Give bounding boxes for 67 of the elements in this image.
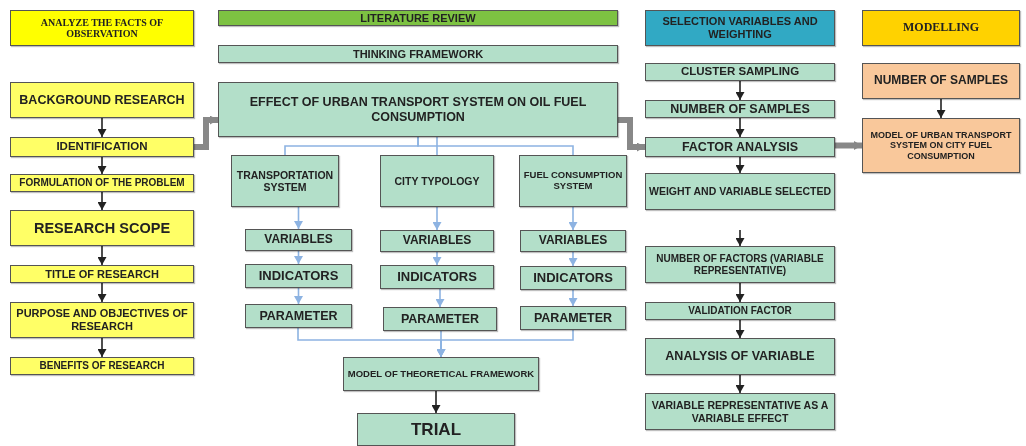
process-box: INDICATORS bbox=[245, 264, 352, 288]
header-bar: LITERATURE REVIEW bbox=[218, 10, 618, 26]
process-box: TITLE OF RESEARCH bbox=[10, 265, 194, 283]
arrow bbox=[436, 329, 574, 358]
process-box: THINKING FRAMEWORK bbox=[218, 45, 618, 63]
process-box: VARIABLES bbox=[245, 229, 352, 251]
arrow bbox=[568, 289, 578, 307]
connector-line bbox=[436, 136, 438, 156]
process-box: VARIABLES bbox=[380, 230, 494, 252]
arrow bbox=[435, 288, 445, 308]
arrow bbox=[294, 206, 303, 230]
arrow bbox=[735, 80, 745, 101]
process-box: INDICATORS bbox=[520, 266, 626, 290]
process-box: FUEL CONSUMPTION SYSTEM bbox=[519, 155, 627, 207]
arrow bbox=[735, 229, 745, 247]
arrow bbox=[735, 319, 745, 339]
process-box: PARAMETER bbox=[520, 306, 626, 330]
arrow bbox=[97, 245, 107, 266]
process-box: MODEL OF THEORETICAL FRAMEWORK bbox=[343, 357, 539, 391]
arrow bbox=[618, 117, 645, 152]
arrow bbox=[568, 206, 578, 231]
arrow bbox=[735, 117, 745, 138]
process-box: INDICATORS bbox=[380, 265, 494, 289]
arrow bbox=[97, 191, 107, 211]
arrow bbox=[432, 251, 442, 266]
process-box: PURPOSE AND OBJECTIVES OF RESEARCH bbox=[10, 302, 194, 338]
process-box: IDENTIFICATION bbox=[10, 137, 194, 157]
arrow bbox=[735, 374, 745, 394]
arrow bbox=[568, 251, 578, 267]
arrow bbox=[735, 156, 745, 174]
process-box: TRANSPORTATION SYSTEM bbox=[231, 155, 339, 207]
process-box: RESEARCH SCOPE bbox=[10, 210, 194, 246]
process-box: ANALYSIS OF VARIABLE bbox=[645, 338, 835, 375]
process-box: NUMBER OF SAMPLES bbox=[862, 63, 1020, 99]
process-box: NUMBER OF FACTORS (VARIABLE REPRESENTATIVE) bbox=[645, 246, 835, 283]
connector-line bbox=[417, 136, 574, 156]
arrow bbox=[432, 206, 442, 231]
header-bar: MODELLING bbox=[862, 10, 1020, 46]
arrow bbox=[835, 141, 862, 150]
process-box: WEIGHT AND VARIABLE SELECTED bbox=[645, 173, 835, 210]
arrow bbox=[431, 390, 441, 414]
arrow bbox=[97, 282, 107, 303]
arrow bbox=[194, 115, 218, 150]
header-bar: SELECTION VARIABLES AND WEIGHTING bbox=[645, 10, 835, 46]
process-box: PARAMETER bbox=[245, 304, 352, 328]
process-box: EFFECT OF URBAN TRANSPORT SYSTEM ON OIL FUEL CONSUMPTION bbox=[218, 82, 618, 137]
process-box: CLUSTER SAMPLING bbox=[645, 63, 835, 81]
arrow bbox=[97, 117, 107, 138]
process-box: MODEL OF URBAN TRANSPORT SYSTEM ON CITY FUEL CONSUMPTION bbox=[862, 118, 1020, 173]
arrow bbox=[735, 282, 745, 303]
arrow bbox=[294, 250, 303, 265]
arrow bbox=[97, 337, 107, 358]
process-box: BENEFITS OF RESEARCH bbox=[10, 357, 194, 375]
arrow bbox=[294, 287, 303, 305]
arrow bbox=[97, 156, 107, 175]
process-box: NUMBER OF SAMPLES bbox=[645, 100, 835, 118]
process-box: BACKGROUND RESEARCH bbox=[10, 82, 194, 118]
arrow bbox=[936, 98, 946, 119]
process-box: VARIABLE REPRESENTATIVE AS A VARIABLE EFFECT bbox=[645, 393, 835, 430]
process-box: VARIABLES bbox=[520, 230, 626, 252]
process-box: FACTOR ANALYSIS bbox=[645, 137, 835, 157]
process-box: VALIDATION FACTOR bbox=[645, 302, 835, 320]
header-bar: ANALYZE THE FACTS OF OBSERVATION bbox=[10, 10, 194, 46]
process-box: TRIAL bbox=[357, 413, 515, 446]
process-box: PARAMETER bbox=[383, 307, 497, 331]
process-box: FORMULATION OF THE PROBLEM bbox=[10, 174, 194, 192]
process-box: CITY TYPOLOGY bbox=[380, 155, 494, 207]
